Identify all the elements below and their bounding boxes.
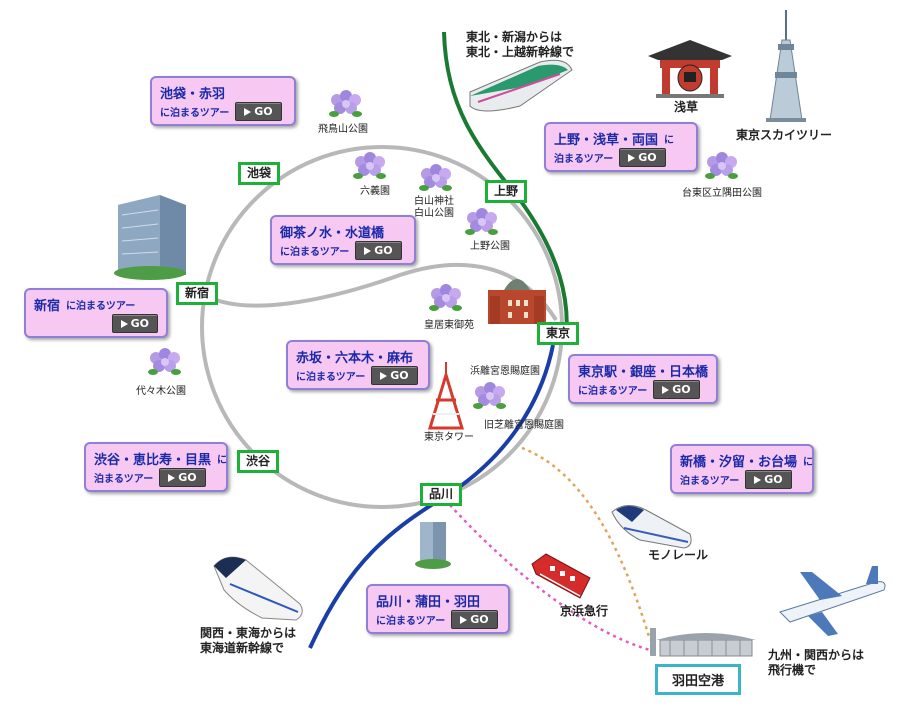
tour-card-area: 池袋・赤羽 <box>160 87 226 102</box>
go-button[interactable]: GO <box>111 314 158 333</box>
tour-card-subtitle: に泊まるツアー <box>280 247 350 258</box>
building-icon <box>114 195 186 280</box>
access-kansai: 関西・東海からは 東海道新幹線で <box>200 626 297 655</box>
play-icon <box>380 371 388 380</box>
tour-card-area: 上野・浅草・両国 <box>554 133 659 148</box>
play-icon <box>244 107 252 116</box>
tour-card-suffix: に <box>217 455 228 466</box>
tour-card-subtitle: に泊まるツアー <box>376 616 446 627</box>
tour-card-subtitle: に泊まるツアー <box>160 108 230 119</box>
tour-card-area: 品川・蒲田・羽田 <box>376 595 481 610</box>
label-imperial-east-garden: 皇居東御苑 <box>424 320 474 331</box>
play-icon <box>754 475 762 484</box>
kaminarimon-icon <box>648 40 732 98</box>
play-icon <box>628 153 636 162</box>
go-label: GO <box>130 317 149 330</box>
tour-card-subtitle: 泊まるツアー <box>554 154 614 165</box>
tokyo-station-building-icon <box>488 279 546 324</box>
tour-card-shinjuku[interactable]: 新宿に泊まるツアー GO <box>24 288 168 338</box>
play-icon <box>168 473 176 482</box>
label-tokyo-tower: 東京タワー <box>424 432 474 443</box>
tour-card-suffix: に <box>664 135 675 146</box>
label-keikyu: 京浜急行 <box>560 604 609 618</box>
play-icon <box>120 319 128 328</box>
tour-card-suffix: に泊まるツアー <box>66 301 136 312</box>
play-icon <box>662 385 670 394</box>
station-shinagawa[interactable]: 品川 <box>420 483 463 506</box>
label-monorail: モノレール <box>648 548 709 562</box>
go-button[interactable]: GO <box>745 470 792 489</box>
label-hakusan: 白山神社 白山公園 <box>414 196 454 219</box>
go-button[interactable]: GO <box>235 102 282 121</box>
station-ueno[interactable]: 上野 <box>485 180 528 203</box>
tour-card-area: 渋谷・恵比寿・目黒 <box>94 453 212 468</box>
go-label: GO <box>764 473 783 486</box>
go-button[interactable]: GO <box>451 610 498 629</box>
station-shinjuku[interactable]: 新宿 <box>176 282 219 305</box>
go-button[interactable]: GO <box>159 468 206 487</box>
tour-card-area: 東京駅・銀座・日本橋 <box>578 365 709 380</box>
tour-card-subtitle: 泊まるツアー <box>94 474 154 485</box>
haneda-terminal-icon <box>650 628 756 657</box>
airplane-icon <box>779 566 886 636</box>
tour-card-tokyo[interactable]: 東京駅・銀座・日本橋 に泊まるツアー GO <box>568 354 718 404</box>
monorail-icon <box>611 505 692 549</box>
access-tohoku: 東北・新潟からは 東北・上越新幹線で <box>466 30 575 59</box>
tour-card-area: 新宿 <box>34 299 61 314</box>
chuo-line <box>198 262 558 322</box>
go-label: GO <box>254 105 273 118</box>
keikyu-line <box>449 504 651 652</box>
go-button[interactable]: GO <box>653 380 700 399</box>
go-label: GO <box>672 383 691 396</box>
play-icon <box>364 246 372 255</box>
station-ikebukuro[interactable]: 池袋 <box>238 162 281 185</box>
play-icon <box>460 615 468 624</box>
tour-card-akasaka[interactable]: 赤坂・六本木・麻布 に泊まるツアー GO <box>286 340 430 390</box>
station-shibuya[interactable]: 渋谷 <box>237 450 280 473</box>
shinkansen-train-icon <box>469 59 573 112</box>
tour-card-ikebukuro[interactable]: 池袋・赤羽 に泊まるツアー GO <box>150 76 296 126</box>
tour-card-suffix: に <box>803 457 814 468</box>
tokyo-tower-icon <box>427 362 465 430</box>
go-label: GO <box>178 471 197 484</box>
keikyu-train-icon <box>531 553 591 599</box>
access-air: 九州・関西からは 飛行機で <box>768 648 865 677</box>
label-ueno-park: 上野公園 <box>470 241 510 252</box>
monorail-line <box>521 446 652 641</box>
go-label: GO <box>390 369 409 382</box>
building-icon <box>415 522 451 569</box>
go-label: GO <box>470 613 489 626</box>
tour-card-ueno[interactable]: 上野・浅草・両国に 泊まるツアー GO <box>544 122 698 172</box>
tour-card-shinagawa[interactable]: 品川・蒲田・羽田 に泊まるツアー GO <box>366 584 510 634</box>
label-rikugien: 六義園 <box>360 186 390 197</box>
station-tokyo[interactable]: 東京 <box>537 322 580 345</box>
tour-card-shinbashi[interactable]: 新橋・汐留・お台場に 泊まるツアー GO <box>670 444 814 494</box>
label-yoyogi-park: 代々木公園 <box>136 386 186 397</box>
tour-card-subtitle: に泊まるツアー <box>296 372 366 383</box>
tour-card-subtitle: に泊まるツアー <box>578 386 648 397</box>
tour-card-area: 御茶ノ水・水道橋 <box>280 226 385 241</box>
label-asakusa: 浅草 <box>674 100 699 114</box>
go-label: GO <box>374 244 393 257</box>
tour-card-area: 新橋・汐留・お台場 <box>680 455 798 470</box>
go-label: GO <box>638 151 657 164</box>
label-sumida-park: 台東区立隅田公園 <box>682 188 762 199</box>
label-kyushiba-rikyu: 旧芝離宮恩賜庭園 <box>484 420 564 431</box>
go-button[interactable]: GO <box>355 241 402 260</box>
go-button[interactable]: GO <box>371 366 418 385</box>
label-skytree: 東京スカイツリー <box>736 128 833 142</box>
label-asukayama-park: 飛鳥山公園 <box>318 124 368 135</box>
tour-card-ochanomizu[interactable]: 御茶ノ水・水道橋 に泊まるツアー GO <box>270 215 416 265</box>
skytree-icon <box>766 10 806 122</box>
tour-card-shibuya[interactable]: 渋谷・恵比寿・目黒に 泊まるツアー GO <box>84 442 228 492</box>
shinkansen-train-icon <box>213 556 303 621</box>
go-button[interactable]: GO <box>619 148 666 167</box>
tour-card-subtitle: 泊まるツアー <box>680 476 740 487</box>
label-hamarikyu: 浜離宮恩賜庭園 <box>470 366 540 377</box>
station-haneda-airport[interactable]: 羽田空港 <box>655 664 742 695</box>
tour-card-area: 赤坂・六本木・麻布 <box>296 351 414 366</box>
